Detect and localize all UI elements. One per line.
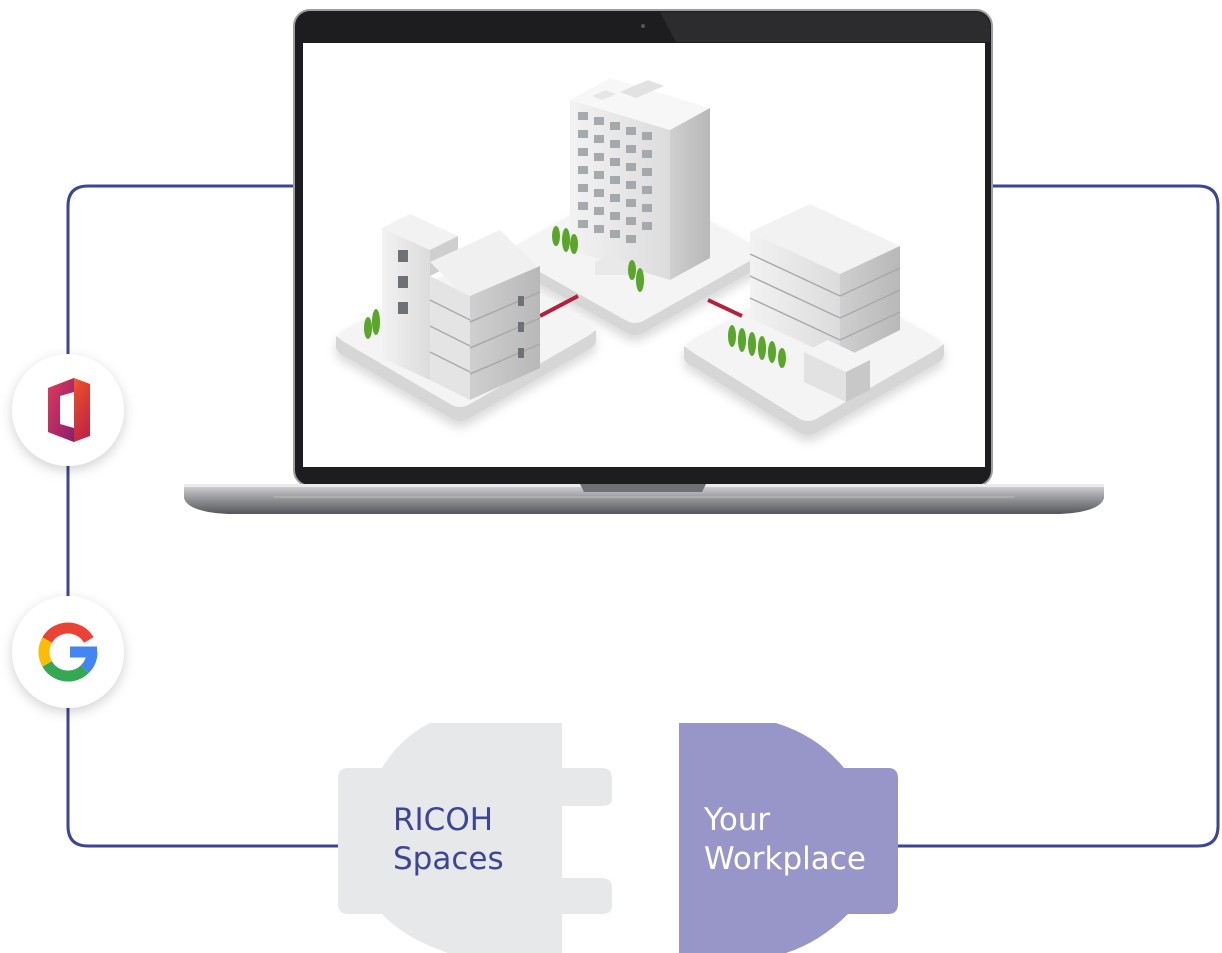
left-building: [382, 214, 541, 400]
trees: [364, 226, 786, 368]
workplace-label-line1: Your: [703, 802, 770, 838]
right-connector-line: [896, 184, 1220, 848]
connector-lines: [66, 184, 1220, 848]
google-icon[interactable]: [12, 596, 124, 708]
ricoh-spaces-plug: RICOH Spaces: [338, 723, 612, 953]
your-workplace-plug: Your Workplace: [679, 723, 898, 953]
right-building: [749, 204, 901, 402]
buildings-illustration: [336, 78, 944, 435]
workplace-label-line2: Workplace: [704, 841, 866, 877]
link-left-center: [539, 294, 579, 318]
link-center-right: [707, 298, 743, 318]
center-tower: [570, 78, 710, 280]
laptop-base: [184, 484, 1104, 514]
camera: [641, 24, 645, 28]
left-connector-line: [66, 184, 340, 848]
ricoh-label-line2: Spaces: [393, 841, 504, 877]
office-icon[interactable]: [12, 354, 124, 466]
ricoh-label-line1: RICOH: [393, 802, 493, 838]
